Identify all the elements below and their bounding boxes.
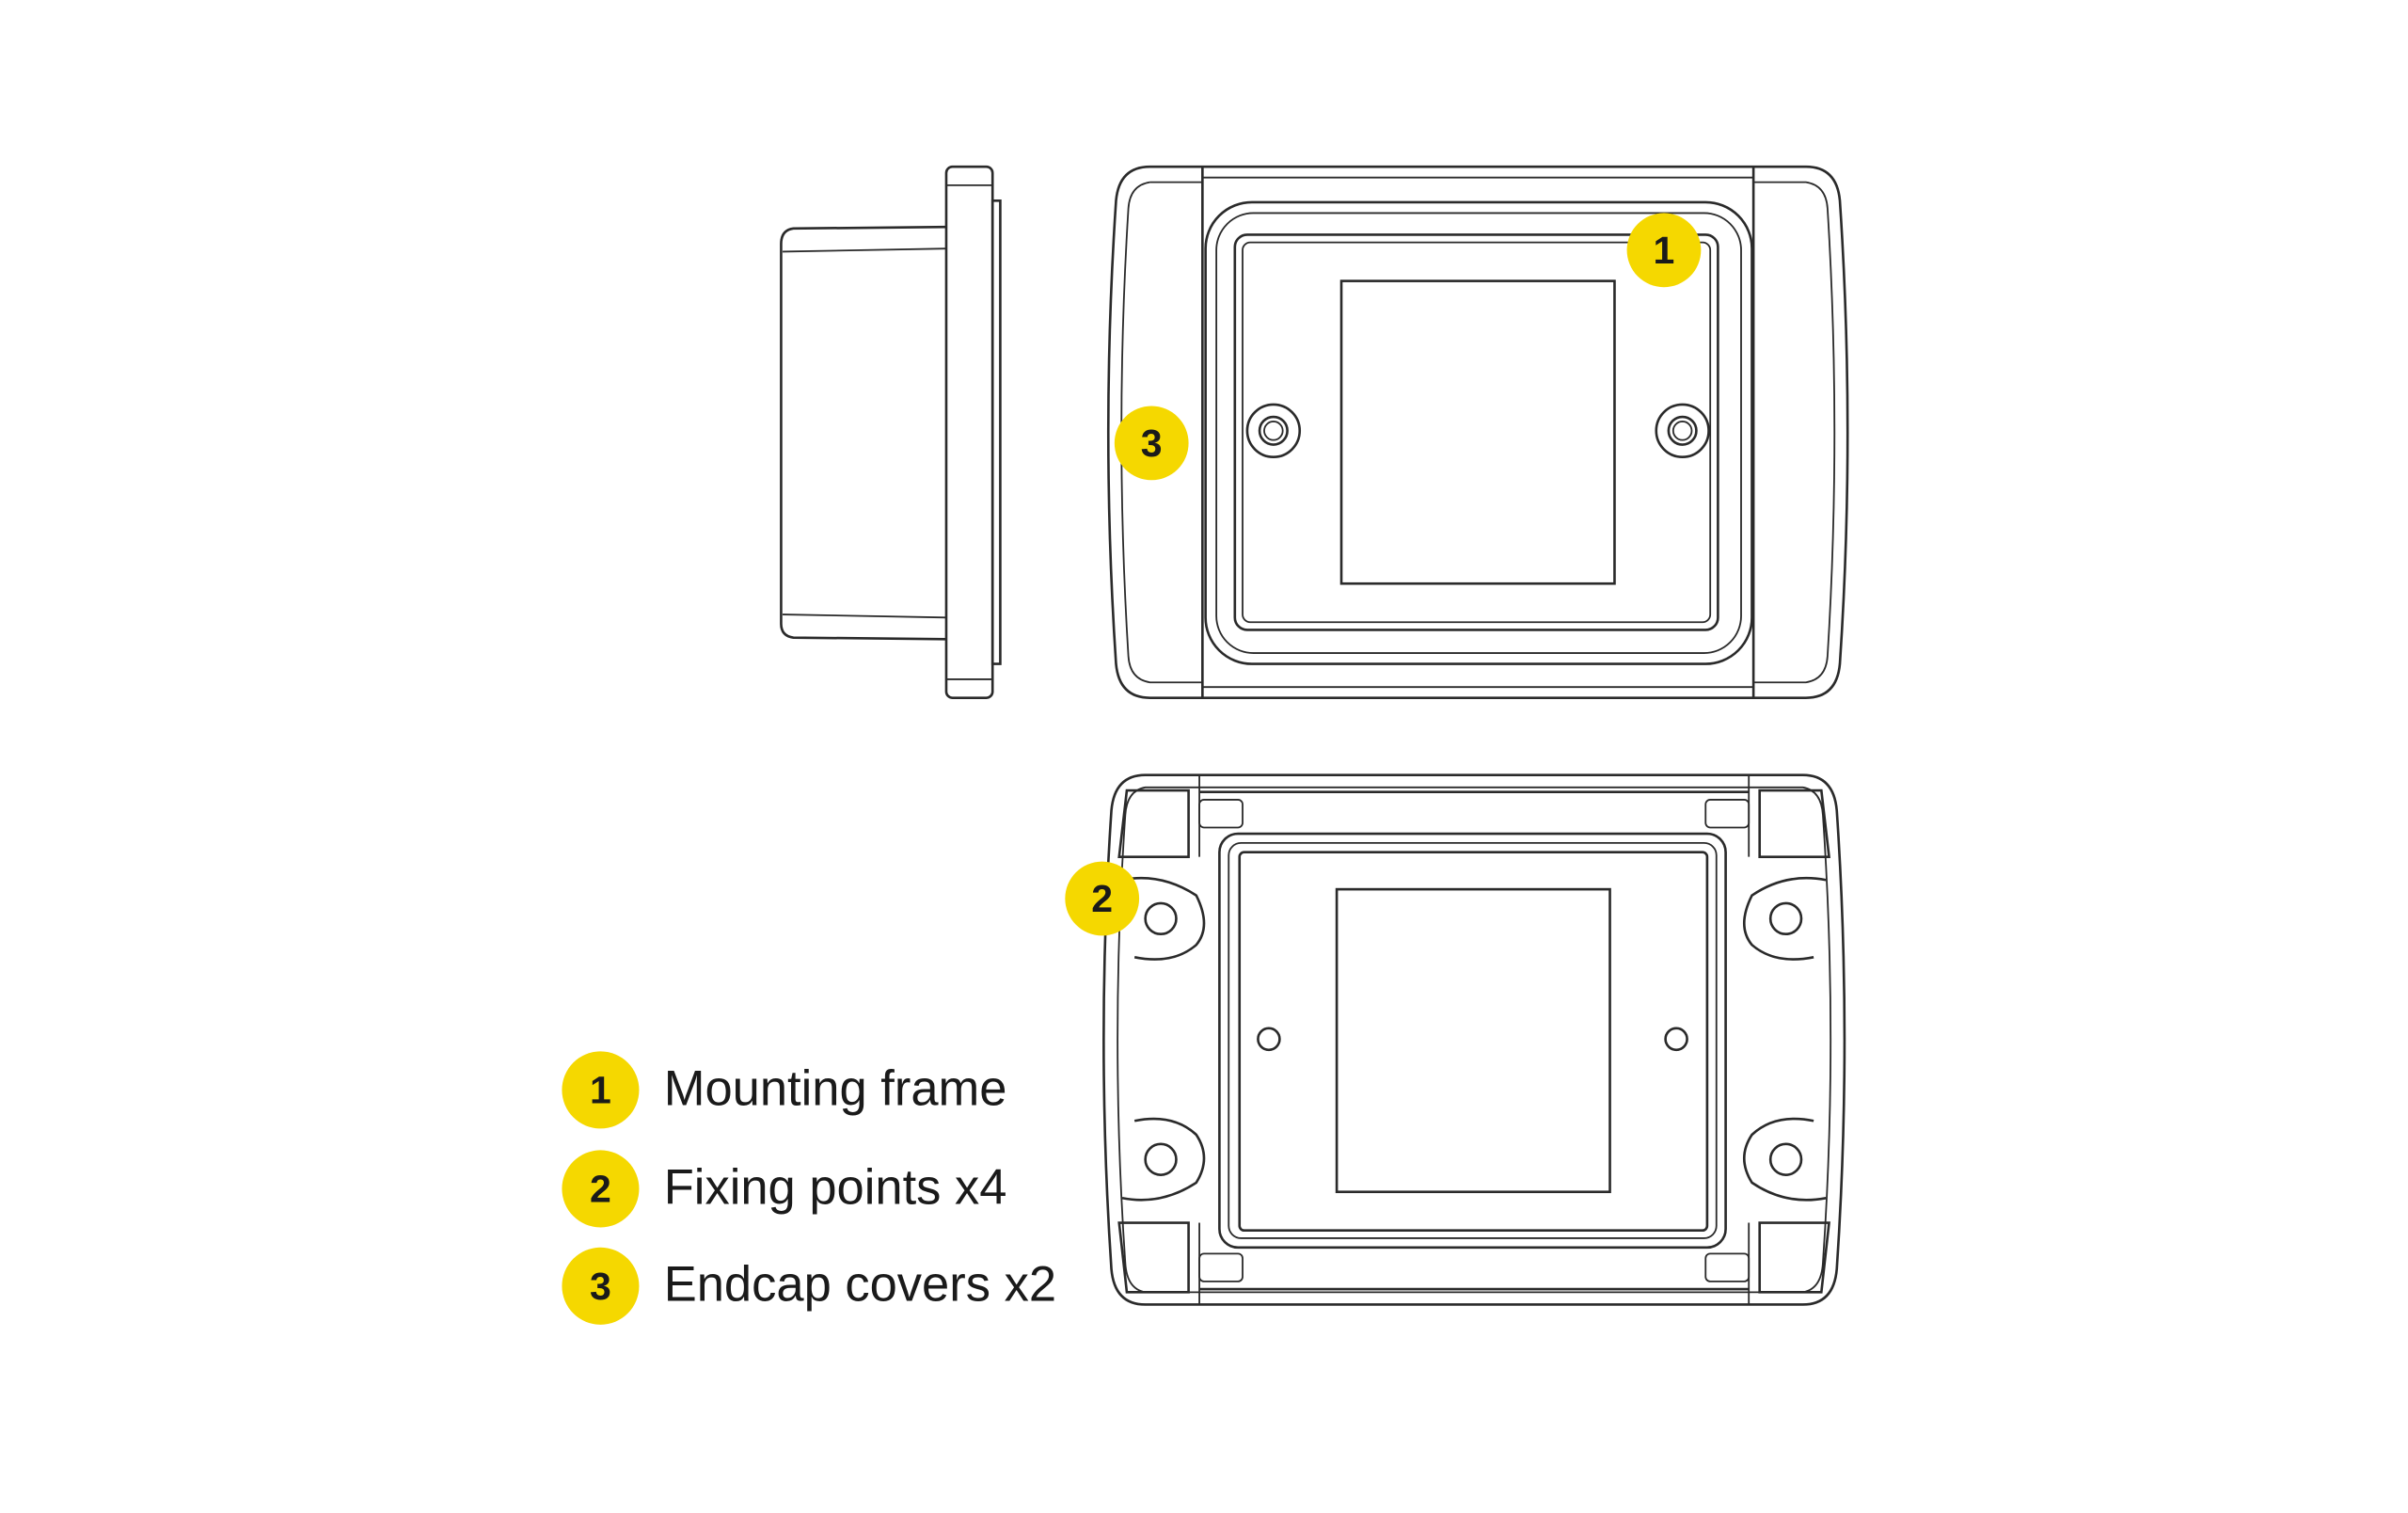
legend-label: Fixing points x4 [664, 1159, 1007, 1215]
callout-badge-3: 3 [1114, 406, 1189, 481]
front-view: 1 3 [1106, 165, 1849, 699]
legend-item-fixing-points: 2 Fixing points x4 [562, 1150, 1007, 1228]
legend-number: 3 [590, 1265, 611, 1308]
display-window [1335, 887, 1611, 1194]
legend-number: 1 [590, 1068, 611, 1111]
callout-number: 2 [1091, 877, 1113, 920]
screw-hole-icon [1245, 403, 1302, 458]
display-window [1339, 279, 1616, 585]
side-view [780, 165, 1002, 699]
callout-number: 3 [1141, 422, 1163, 465]
fixing-point-icon [1121, 876, 1206, 961]
legend-item-endcap-covers: 3 Endcap covers x2 [562, 1247, 1056, 1325]
callout-badge-1: 1 [1626, 213, 1702, 288]
fixing-point-icon [1742, 876, 1827, 961]
legend-label: Endcap covers x2 [664, 1257, 1056, 1313]
fixing-point-icon [1121, 1117, 1206, 1202]
back-view: 2 [1065, 773, 1846, 1306]
hole-icon [1257, 1027, 1281, 1052]
screw-hole-icon [1655, 403, 1710, 458]
fixing-point-icon [1742, 1117, 1827, 1202]
hole-icon [1664, 1027, 1688, 1052]
callout-number: 1 [1654, 229, 1675, 272]
legend: 1 Mounting frame 2 Fixing points x4 3 En… [562, 1051, 1056, 1325]
legend-label: Mounting frame [664, 1060, 1007, 1116]
legend-number: 2 [590, 1167, 611, 1210]
legend-item-mounting-frame: 1 Mounting frame [562, 1051, 1007, 1129]
callout-badge-2: 2 [1065, 861, 1140, 936]
